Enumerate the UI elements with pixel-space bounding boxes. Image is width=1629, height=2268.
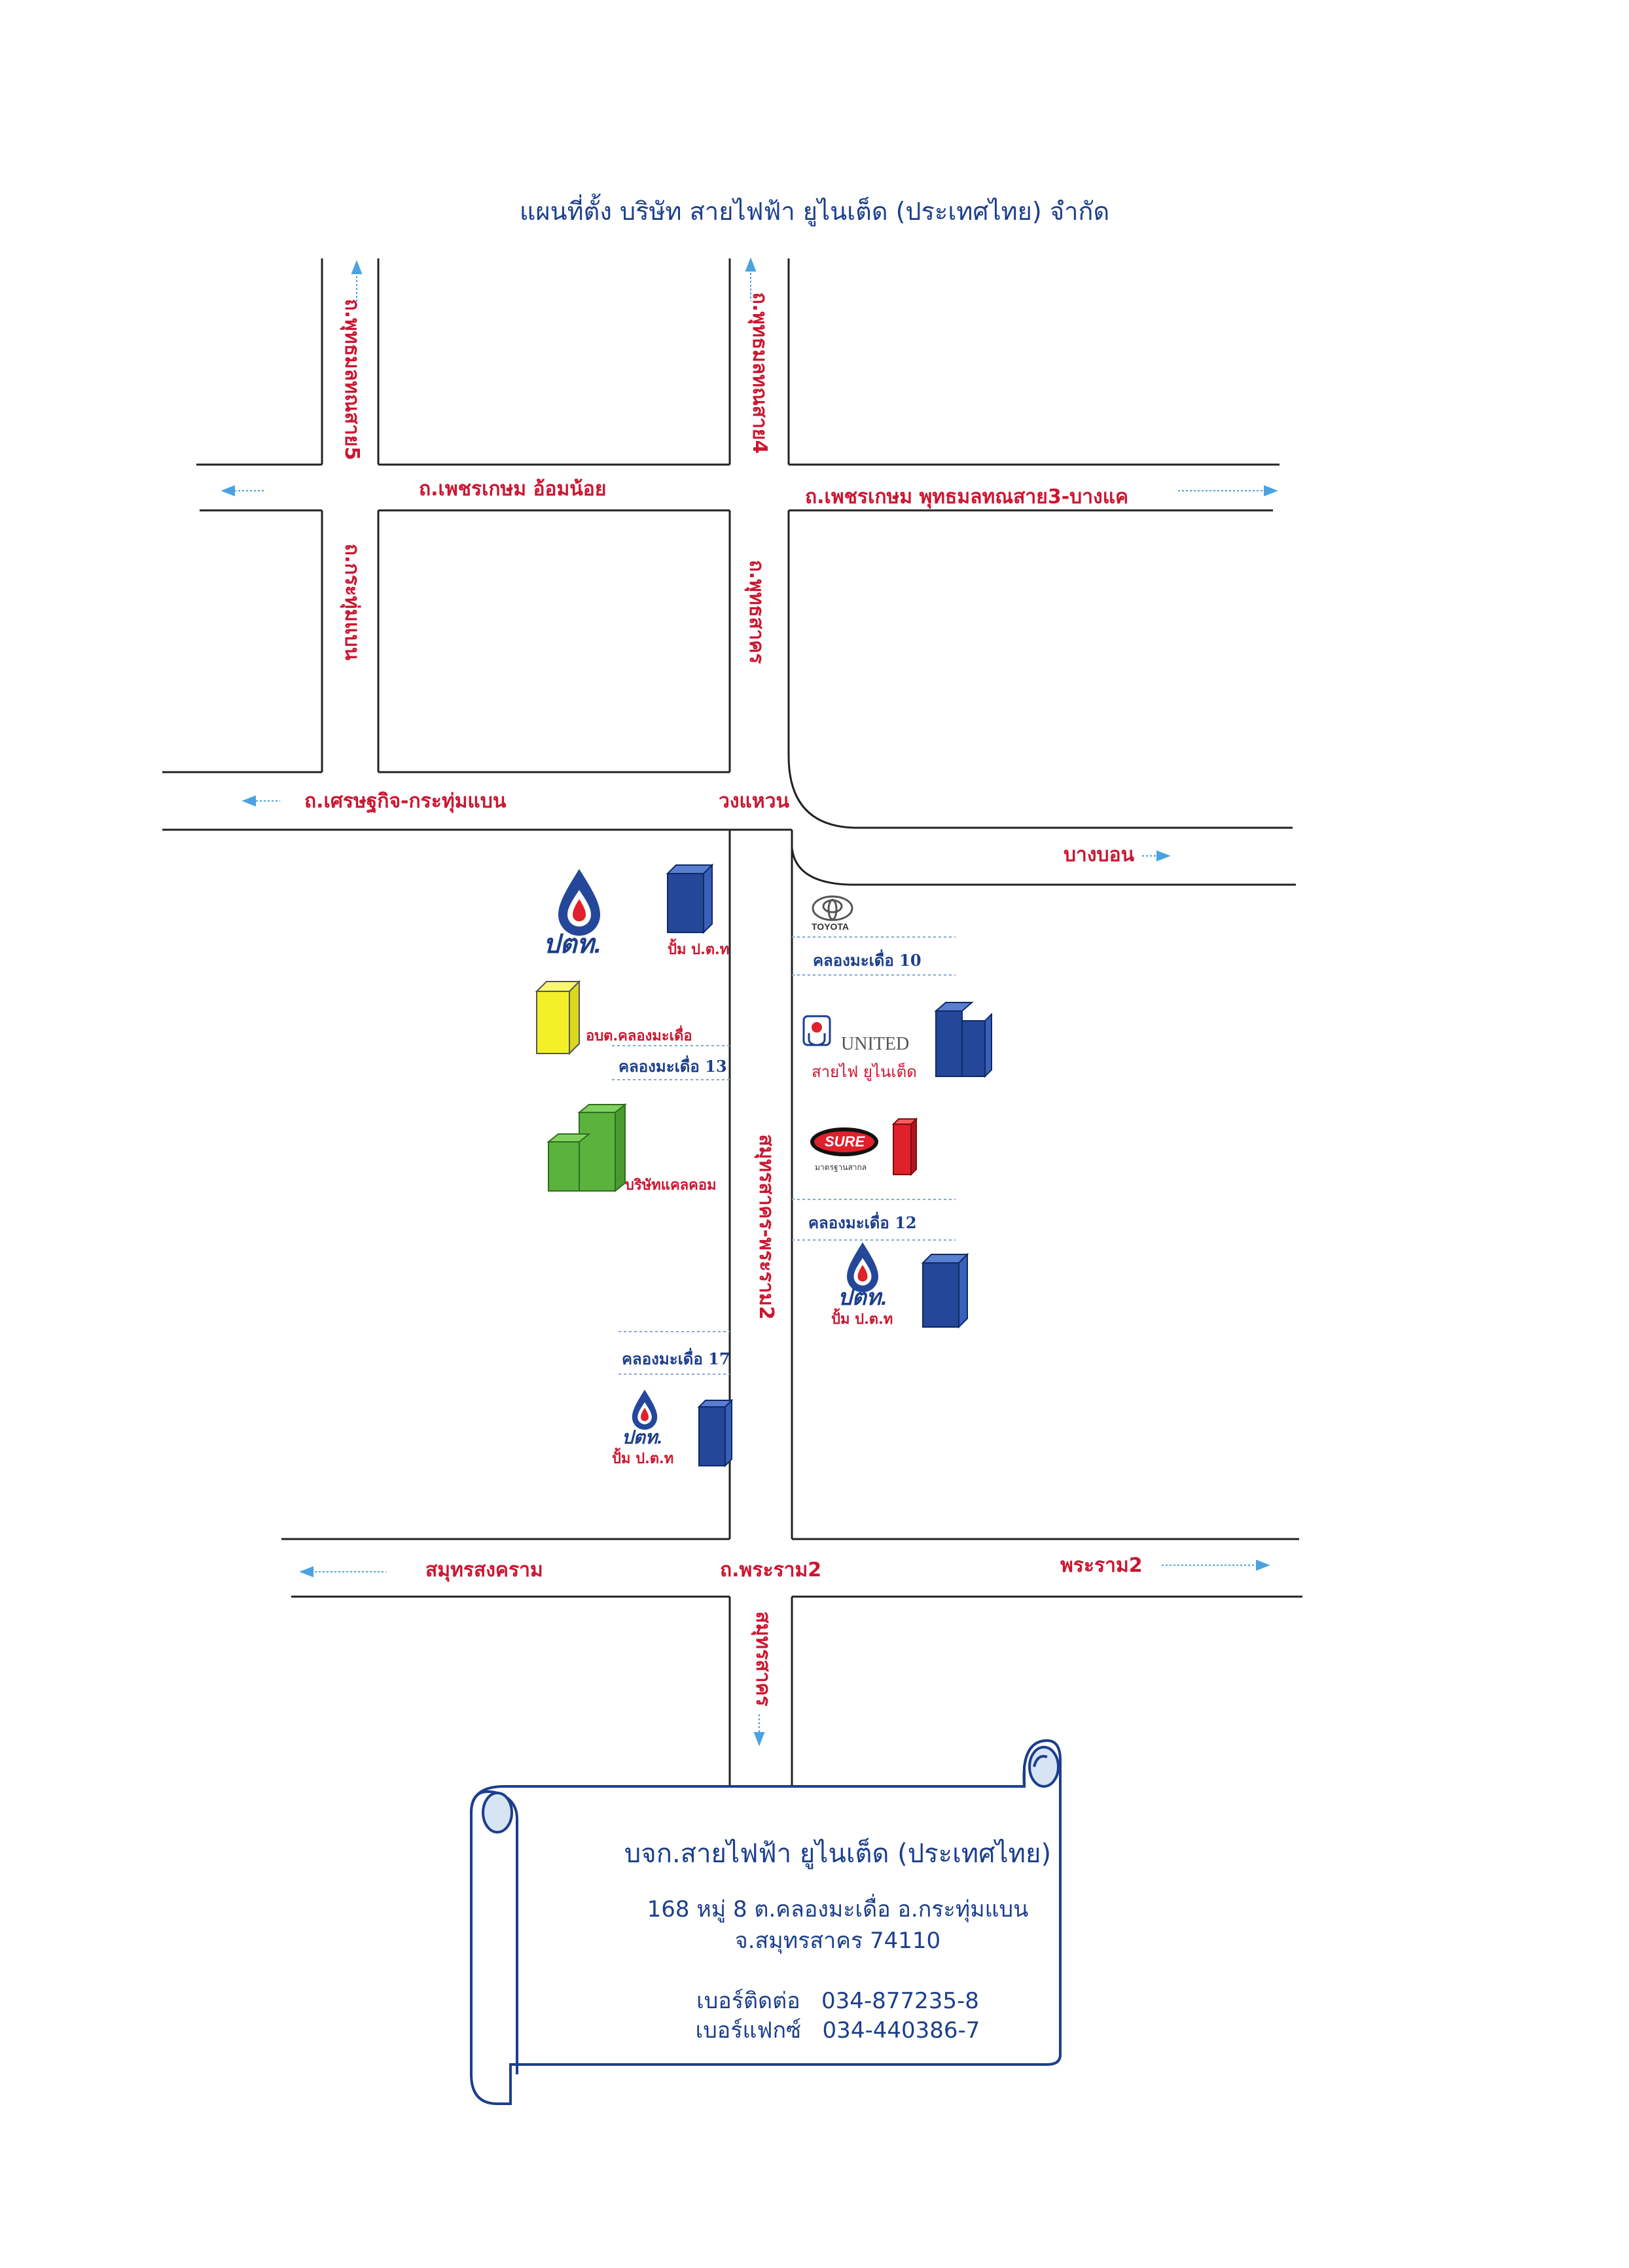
ptt-logo-text: ปตท. (622, 1427, 663, 1447)
obt-label: อบต.คลองมะเดื่อ (586, 1027, 692, 1044)
road-label-buddhamonthon5: ถ.พุทธมลทณสาย5 (340, 298, 363, 461)
arrow-left-icon (242, 795, 256, 807)
address-company: บจก.สายไฟฟ้า ยูไนเต็ด (ประเทศไทย) (624, 1839, 1052, 1869)
ptt-building-icon (921, 1252, 969, 1329)
ptt-drop-icon (558, 869, 600, 936)
arrow-left-icon (221, 485, 235, 497)
ptt-drop-icon (847, 1242, 878, 1292)
ptt-logo-text: ปตท. (543, 930, 601, 959)
road-label-samutsakhon-rama2: สมุทรสาคร-พระราม2 (755, 1134, 778, 1320)
arrow-up-icon (745, 257, 757, 272)
direction-arrows (221, 257, 1278, 1746)
khlong10-label: คลองมะเดื่อ 10 (813, 951, 922, 970)
arrow-down-icon (753, 1732, 765, 1746)
sure-sub-text: มาตรฐานสากล (815, 1163, 867, 1172)
calcomp-label: บริษัทแคลคอม (625, 1177, 717, 1194)
khlong13-label: คลองมะเดื่อ 13 (618, 1057, 727, 1076)
address-phone: เบอร์ติดต่อ 034-877235-8 (696, 1988, 979, 2014)
yellow-building-icon (535, 980, 581, 1055)
united-building-icon (934, 1002, 992, 1078)
ptt-logo-text: ปตท. (838, 1285, 887, 1310)
address-scroll (470, 1739, 1062, 2105)
road-label-rama2-east: พระราม2 (1060, 1554, 1143, 1577)
ptt-building-icon (666, 863, 714, 934)
address-line1: 168 หมู่ 8 ต.คลองมะเดื่อ อ.กระทุ่มแบน (647, 1896, 1029, 1922)
united-logo-icon (802, 1015, 831, 1046)
ptt-building-icon (697, 1398, 734, 1468)
red-building-icon (891, 1117, 918, 1177)
arrow-right-icon (1156, 850, 1171, 862)
arrow-up-icon (351, 260, 363, 274)
road-label-setthakit: ถ.เศรษฐกิจ-กระทุ่มแบน (304, 790, 507, 813)
khlong-lines (612, 936, 956, 1375)
address-fax: เบอร์แฟกซ์ 034-440386-7 (695, 2017, 980, 2044)
sure-logo-text: SURE (825, 1133, 865, 1150)
road-label-phetkasem-west: ถ.เพชรเกษม อ้อมน้อย (419, 478, 607, 501)
united-thai-text: สายไฟ ยูไนเต็ด (812, 1063, 917, 1081)
map-title: แผนที่ตั้ง บริษัท สายไฟฟ้า ยูไนเต็ด (ประ… (519, 197, 1110, 226)
road-label-phetkasem-east: ถ.เพชรเกษม พุทธมลทณสาย3-บางแค (805, 486, 1129, 508)
toyota-logo-icon (812, 895, 853, 921)
green-building-icon (546, 1103, 627, 1193)
khlong12-label: คลองมะเดื่อ 12 (808, 1213, 917, 1232)
arrow-left-icon (299, 1566, 313, 1578)
united-logo-text: UNITED (841, 1034, 910, 1054)
road-label-wongwaen: วงแหวน (719, 790, 789, 813)
ptt-pump-label: ปั้ม ป.ต.ท (612, 1450, 674, 1467)
arrow-right-icon (1256, 1559, 1270, 1571)
road-label-samutsakhon: สมุทรสาคร (751, 1611, 774, 1707)
khlong17-label: คลองมะเดื่อ 17 (622, 1349, 730, 1368)
road-label-rama2-center: ถ.พระราม2 (720, 1559, 822, 1582)
road-label-buddhasakhon: ถ.พุทธสาคร (745, 559, 768, 664)
road-label-rama2-west: สมุทรสงคราม (425, 1559, 543, 1582)
toyota-logo-text: TOYOTA (812, 921, 850, 932)
ptt-drop-icon (632, 1389, 658, 1430)
road-label-kratumban: ถ.กระทุ่มแบน (340, 543, 363, 661)
road-lines (162, 258, 1302, 1786)
address-line2: จ.สมุทรสาคร 74110 (734, 1928, 941, 1954)
sure-logo-icon (810, 1127, 878, 1156)
ptt-pump-label: ปั้ม ป.ต.ท (668, 941, 730, 958)
road-label-buddhamonthon4: ถ.พุทธมลทณสาย4 (748, 292, 771, 454)
arrow-right-icon (1264, 485, 1278, 497)
ptt-pump-label: ปั้ม ป.ต.ท (831, 1311, 893, 1328)
road-label-bangbon: บางบอน (1064, 843, 1135, 866)
